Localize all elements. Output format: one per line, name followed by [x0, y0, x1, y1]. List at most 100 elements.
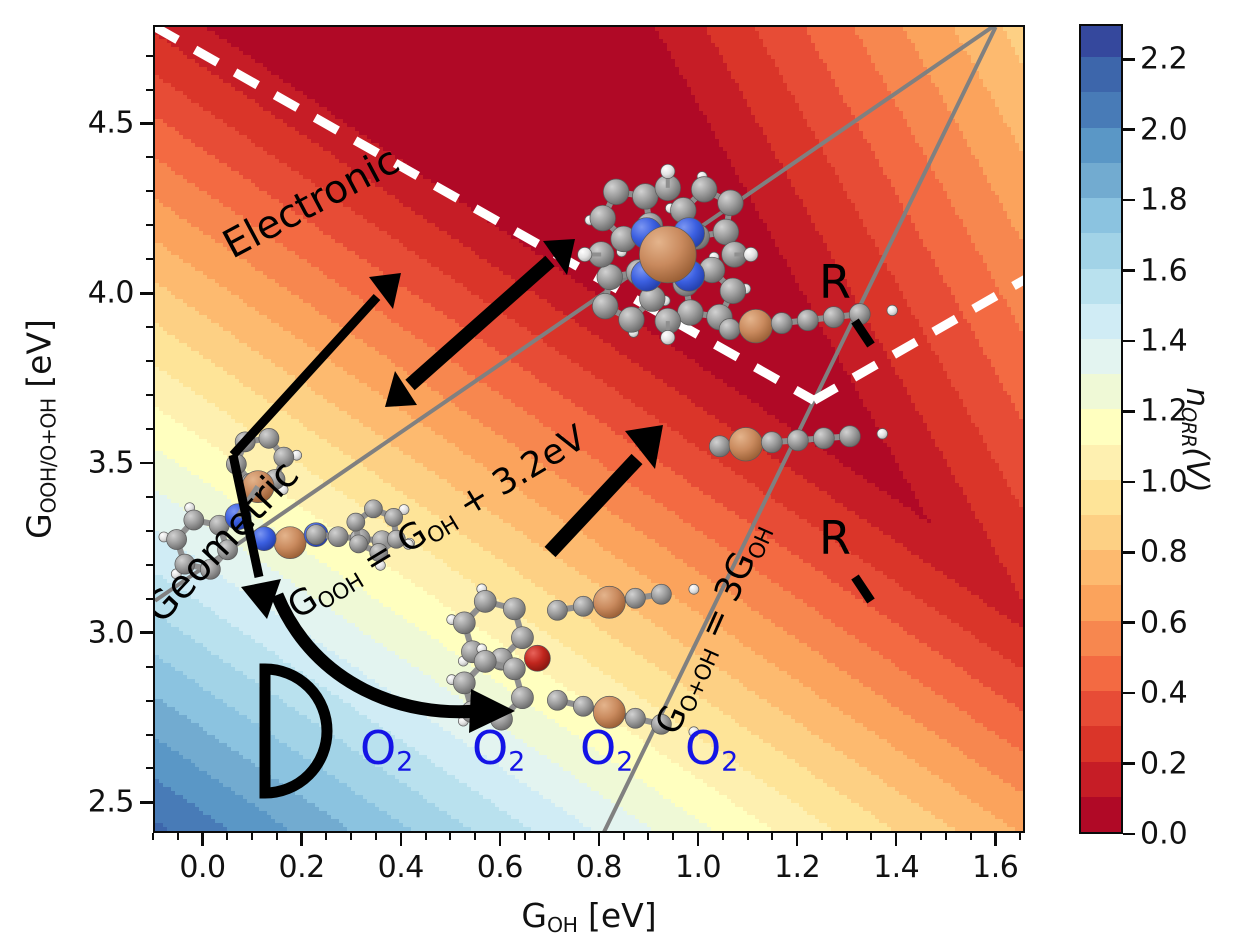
x-tick-label: 1.6 — [972, 850, 1019, 885]
colorbar-tick-label: 2.2 — [1140, 41, 1188, 77]
y-minor-tick — [146, 529, 153, 532]
colorbar-tick-mark — [1123, 621, 1135, 624]
x-minor-tick — [498, 833, 501, 840]
y-minor-tick — [146, 156, 153, 159]
colorbar-tick-label: 1.8 — [1140, 182, 1188, 218]
x-axis-title: GOH [eV] — [521, 896, 657, 938]
colorbar-band — [1081, 373, 1121, 410]
y-tick-mark — [140, 801, 153, 804]
colorbar-tick-label: 1.6 — [1140, 253, 1188, 289]
colorbar-band — [1081, 197, 1121, 234]
x-minor-tick — [374, 833, 377, 840]
x-minor-tick — [226, 833, 229, 840]
colorbar-tick-label: 0.4 — [1140, 675, 1188, 711]
pacman-icon — [259, 663, 333, 799]
x-tick-label: 0.6 — [476, 850, 524, 885]
x-minor-tick — [895, 833, 898, 840]
colorbar-tick-mark — [1123, 410, 1135, 413]
x-tick-mark — [300, 833, 303, 846]
colorbar-tick-mark — [1123, 269, 1135, 272]
o2-symbol: O — [685, 721, 722, 775]
colorbar-band — [1081, 56, 1121, 93]
y-minor-tick — [146, 699, 153, 702]
colorbar-band — [1081, 760, 1121, 797]
y-minor-tick — [146, 394, 153, 397]
x-minor-tick — [919, 833, 922, 840]
colorbar — [1079, 24, 1123, 834]
colorbar-band — [1081, 725, 1121, 762]
o2-pellet: O2 — [685, 721, 738, 778]
colorbar-tick-mark — [1123, 480, 1135, 484]
x-minor-tick — [152, 833, 154, 840]
arrow-double-scaling — [385, 239, 575, 407]
arrow-curved-down — [270, 592, 515, 733]
x-minor-tick — [275, 833, 278, 840]
x-tick-mark — [201, 833, 204, 846]
y-minor-tick — [146, 190, 153, 193]
y-tick-label: 4.5 — [87, 105, 135, 141]
colorbar-tick-label: 1.2 — [1140, 393, 1188, 429]
y-tick-label: 4.0 — [87, 275, 135, 311]
heatmap-field — [155, 27, 1023, 831]
y-minor-tick — [146, 54, 153, 57]
x-minor-tick — [573, 833, 576, 840]
y-minor-tick — [146, 495, 153, 498]
colorbar-tick-mark — [1123, 128, 1135, 131]
colorbar-band — [1081, 549, 1121, 586]
y-axis-title: GOOH/O+OH [eV] — [19, 319, 61, 539]
y-minor-tick — [146, 88, 153, 91]
o2-subscript: 2 — [721, 746, 738, 778]
colorbar-band — [1081, 126, 1121, 163]
x-tick-mark — [597, 833, 601, 846]
x-tick-label: 1.4 — [873, 850, 920, 885]
x-minor-tick — [944, 833, 947, 840]
o2-pellet: O2 — [580, 721, 633, 778]
x-minor-tick — [325, 833, 328, 840]
colorbar-tick-mark — [1123, 832, 1135, 836]
colorbar-tick-label: 0.0 — [1140, 816, 1188, 852]
arrow-up-right — [544, 425, 663, 558]
y-minor-tick — [146, 597, 153, 600]
o2-subscript: 2 — [616, 746, 633, 778]
colorbar-band — [1081, 479, 1121, 516]
x-minor-tick — [350, 833, 353, 840]
x-minor-tick — [251, 833, 254, 840]
y-minor-tick — [146, 767, 153, 770]
y-tick-label: 3.0 — [87, 615, 135, 651]
x-minor-tick — [176, 833, 179, 840]
colorbar-band — [1081, 443, 1121, 480]
plot-area: Geometric Electronic GOOH = GOH + 3.2eV … — [153, 25, 1025, 833]
x-minor-tick — [523, 833, 526, 840]
colorbar-tick-mark — [1123, 198, 1135, 202]
y-minor-tick — [146, 428, 153, 430]
colorbar-band — [1081, 91, 1121, 128]
colorbar-tick-mark — [1123, 339, 1135, 343]
o2-symbol: O — [580, 721, 617, 775]
o2-symbol: O — [360, 721, 397, 775]
r-leader-line-top — [851, 318, 875, 348]
x-minor-tick — [721, 833, 724, 840]
y-tick-mark — [140, 461, 153, 465]
r-leader-line-bottom — [851, 574, 875, 604]
o2-subscript: 2 — [396, 746, 413, 778]
colorbar-band — [1081, 619, 1121, 656]
o2-pellet: O2 — [360, 721, 413, 778]
colorbar-tick-label: 0.6 — [1140, 605, 1188, 641]
x-minor-tick — [969, 833, 972, 840]
y-tick-mark — [140, 292, 153, 295]
y-minor-tick — [146, 224, 153, 227]
x-tick-label: 0.8 — [575, 850, 623, 885]
y-minor-tick — [146, 665, 153, 668]
x-tick-mark — [399, 833, 403, 846]
y-minor-tick — [146, 563, 153, 566]
x-minor-tick — [1019, 833, 1022, 840]
colorbar-band — [1081, 795, 1121, 832]
r-label-bottom: R — [819, 511, 851, 565]
o2-subscript: 2 — [508, 746, 525, 778]
colorbar-band — [1081, 690, 1121, 727]
x-minor-tick — [647, 833, 650, 840]
colorbar-band — [1081, 655, 1121, 692]
y-tick-label: 3.5 — [87, 445, 135, 481]
colorbar-band — [1081, 26, 1121, 58]
x-tick-label: 1.0 — [674, 850, 722, 885]
